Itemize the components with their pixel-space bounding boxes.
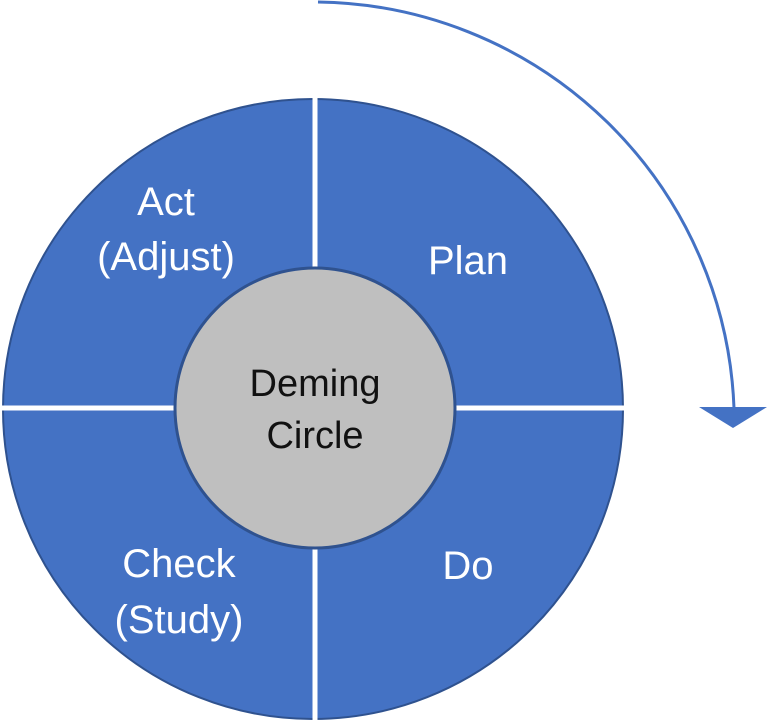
quadrant-plan-label: Plan bbox=[428, 239, 508, 283]
arrowhead-icon bbox=[699, 407, 767, 428]
quadrant-check-sublabel: (Study) bbox=[115, 598, 244, 642]
center-label-line1: Deming bbox=[250, 363, 381, 405]
clockwise-arrow-icon bbox=[317, 0, 736, 409]
quadrant-check-label: Check bbox=[122, 542, 236, 586]
quadrant-act-label: Act bbox=[137, 180, 195, 224]
center-circle bbox=[173, 266, 457, 550]
quadrant-do-label: Do bbox=[442, 544, 493, 588]
quadrant-act-sublabel: (Adjust) bbox=[97, 235, 235, 279]
center-label-line2: Circle bbox=[266, 415, 363, 457]
